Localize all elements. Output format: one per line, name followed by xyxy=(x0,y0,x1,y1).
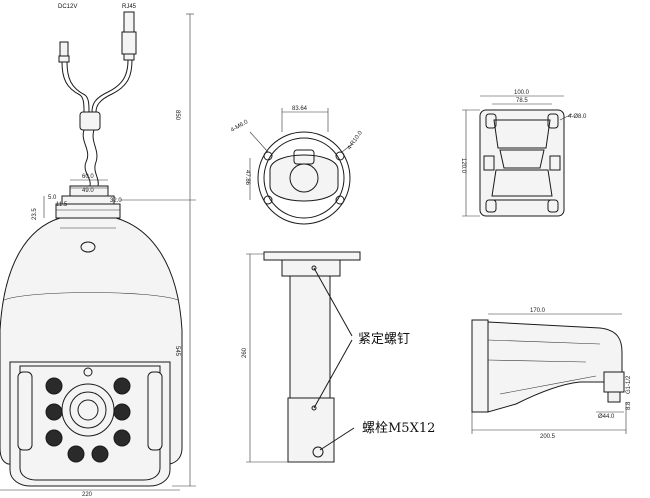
dim-flange-a: 49.0 xyxy=(82,188,94,194)
dim-offset: 8.8 xyxy=(626,401,632,410)
callout-bolt: 螺栓M5X12 xyxy=(362,421,435,436)
bracket-back-view: 100.0 78.5 120.0 4-Ø8.0 xyxy=(460,90,587,217)
dim-camera-width: 220 xyxy=(82,492,93,498)
ir-led xyxy=(45,429,63,447)
cable-bundle xyxy=(82,129,91,187)
dim-mount-width: 83.64 xyxy=(292,106,308,112)
network-cable xyxy=(91,59,129,113)
mount-plate-outline xyxy=(257,131,351,225)
dim-bracket-top-length: 170.0 xyxy=(530,308,546,314)
ir-led-array xyxy=(45,367,131,463)
dim-bracket-height: 120.0 xyxy=(460,158,466,174)
pole-collar xyxy=(281,259,341,277)
left-arm xyxy=(17,371,33,451)
top-indicator xyxy=(80,241,96,253)
dim-bracket-outer-width: 100.0 xyxy=(514,90,530,96)
ir-led xyxy=(113,429,131,447)
mount-hole xyxy=(263,195,273,205)
callout-set-screw: 紧定螺钉 xyxy=(358,332,410,347)
mount-top-view: 83.64 47.86 4-M6.0 4-R10.0 xyxy=(230,106,365,225)
dim-t2: 11.5 xyxy=(56,202,68,208)
ir-led xyxy=(113,377,131,395)
dim-bracket-hole: 4-Ø8.0 xyxy=(568,114,587,120)
camera-view: DC12V RJ45 xyxy=(0,4,196,498)
pole-view: 260 紧定螺钉 螺栓M5X12 xyxy=(242,251,435,463)
dim-bracket-inner-width: 78.5 xyxy=(516,98,528,104)
dim-mount-hole-right: 4-R10.0 xyxy=(347,130,365,151)
ir-led xyxy=(45,403,63,421)
bracket-arm xyxy=(487,321,623,413)
dim-mount-hole-left: 4-M6.0 xyxy=(230,119,250,134)
cable-sleeve xyxy=(79,111,101,131)
mount-hole xyxy=(335,195,345,205)
rj45-connector xyxy=(123,11,135,33)
ir-led xyxy=(113,403,131,421)
dim-t3: 23.5 xyxy=(32,208,38,220)
bracket-hole xyxy=(547,199,559,213)
dim-t1: 5.0 xyxy=(48,195,57,201)
pole-bolt xyxy=(312,446,324,458)
rj45-label: RJ45 xyxy=(122,4,137,10)
camera-lens xyxy=(69,391,107,429)
light-sensor xyxy=(83,367,93,377)
bracket-hole xyxy=(485,113,497,129)
mount-hole xyxy=(335,151,345,161)
dim-flange-b: 32.0 xyxy=(110,198,122,204)
bracket-side-view: 170.0 200.5 Ø44.0 G1-1/2 8.8 xyxy=(471,308,632,440)
dim-total-height: 850 xyxy=(174,110,180,121)
bracket-tube-end xyxy=(603,371,625,393)
dc-connector xyxy=(59,41,69,57)
dim-body-height: 545 xyxy=(174,346,180,357)
dim-thread: G1-1/2 xyxy=(626,375,632,394)
dim-bracket-total-length: 200.5 xyxy=(540,434,556,440)
dc12v-label: DC12V xyxy=(58,4,77,10)
pole-sleeve xyxy=(287,397,335,463)
right-arm xyxy=(147,371,163,451)
bracket-hole xyxy=(547,113,559,129)
bracket-back-plate xyxy=(479,109,565,217)
pole-tube xyxy=(289,275,331,399)
mount-plate-inner xyxy=(269,154,339,202)
dim-mount-height: 47.86 xyxy=(244,170,250,186)
dim-flange-dia: 60.0 xyxy=(82,174,94,180)
dim-tube-dia: Ø44.0 xyxy=(598,414,615,420)
ir-led xyxy=(45,377,63,395)
power-cable xyxy=(61,61,85,113)
bracket-wall-plate xyxy=(471,319,489,413)
ir-led xyxy=(91,445,109,463)
pole-top-plate xyxy=(263,251,361,261)
ir-led xyxy=(67,445,85,463)
dim-pole-height: 260 xyxy=(242,347,248,358)
bracket-hole xyxy=(485,199,497,213)
